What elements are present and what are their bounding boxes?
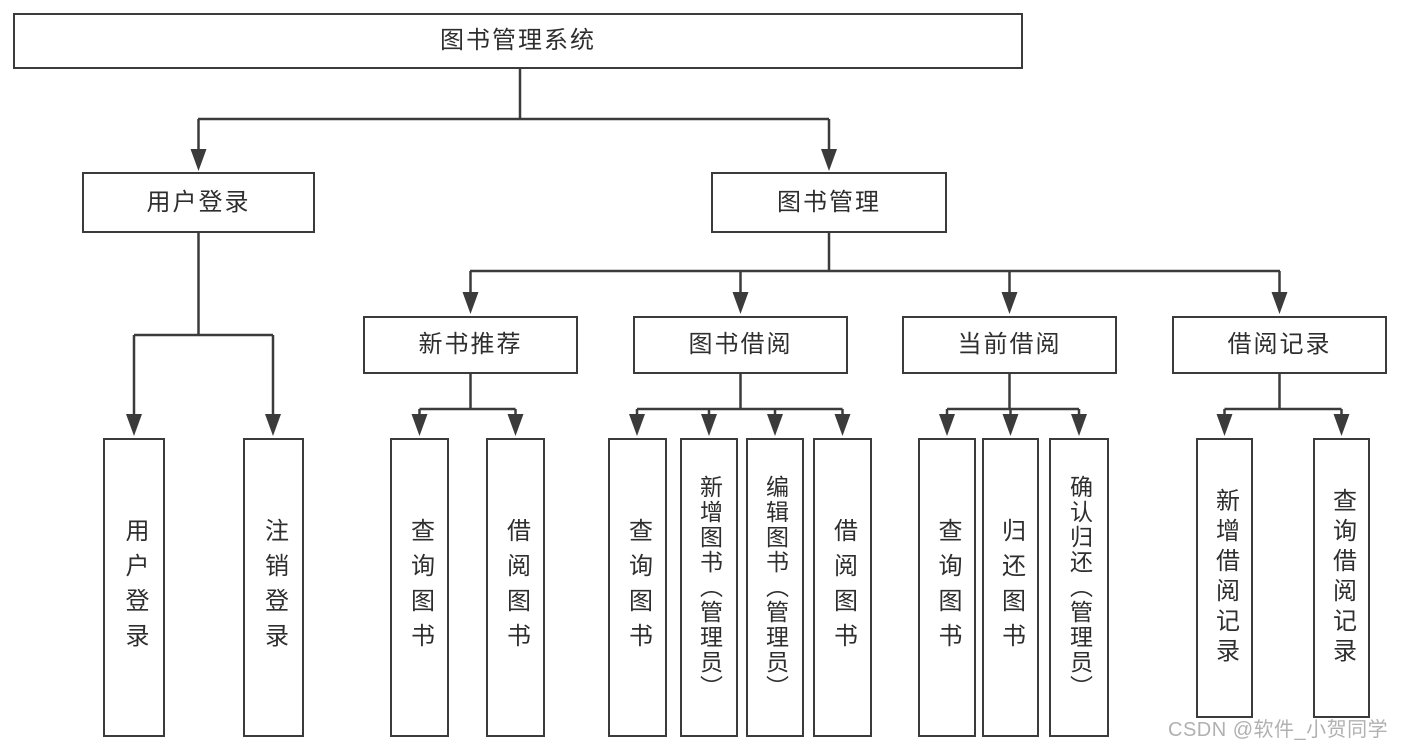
leaf-user-login: 用户登录 bbox=[103, 438, 165, 737]
node-new-book-recommend: 新书推荐 bbox=[363, 316, 578, 374]
leaf-query-borrow-record: 查询借阅记录 bbox=[1313, 438, 1370, 718]
leaf-query-books-recommend: 查询图书 bbox=[390, 438, 449, 737]
node-library-management-system: 图书管理系统 bbox=[13, 13, 1023, 69]
tree-edges bbox=[132, 69, 1343, 418]
leaf-add-borrow-record: 新增借阅记录 bbox=[1196, 438, 1253, 718]
leaf-query-books-borrow: 查询图书 bbox=[608, 438, 667, 737]
node-user-login: 用户登录 bbox=[82, 172, 315, 233]
leaf-add-books-admin: 新增图书（管理员） bbox=[680, 438, 738, 737]
node-borrowing-records: 借阅记录 bbox=[1172, 316, 1387, 374]
node-book-borrowing: 图书借阅 bbox=[633, 316, 848, 374]
leaf-borrow-books: 借阅图书 bbox=[813, 438, 872, 737]
node-book-management: 图书管理 bbox=[711, 172, 947, 233]
leaf-confirm-return-admin: 确认归还（管理员） bbox=[1049, 438, 1109, 737]
leaf-return-books: 归还图书 bbox=[982, 438, 1039, 737]
csdn-watermark: CSDN @软件_小贺同学 bbox=[1168, 719, 1389, 741]
node-current-borrowing: 当前借阅 bbox=[902, 316, 1117, 374]
leaf-query-books-current: 查询图书 bbox=[918, 438, 976, 737]
leaf-logout: 注销登录 bbox=[243, 438, 304, 737]
leaf-edit-books-admin: 编辑图书（管理员） bbox=[746, 438, 804, 737]
leaf-borrow-books-recommend: 借阅图书 bbox=[486, 438, 545, 737]
arrowheads bbox=[126, 149, 1350, 436]
